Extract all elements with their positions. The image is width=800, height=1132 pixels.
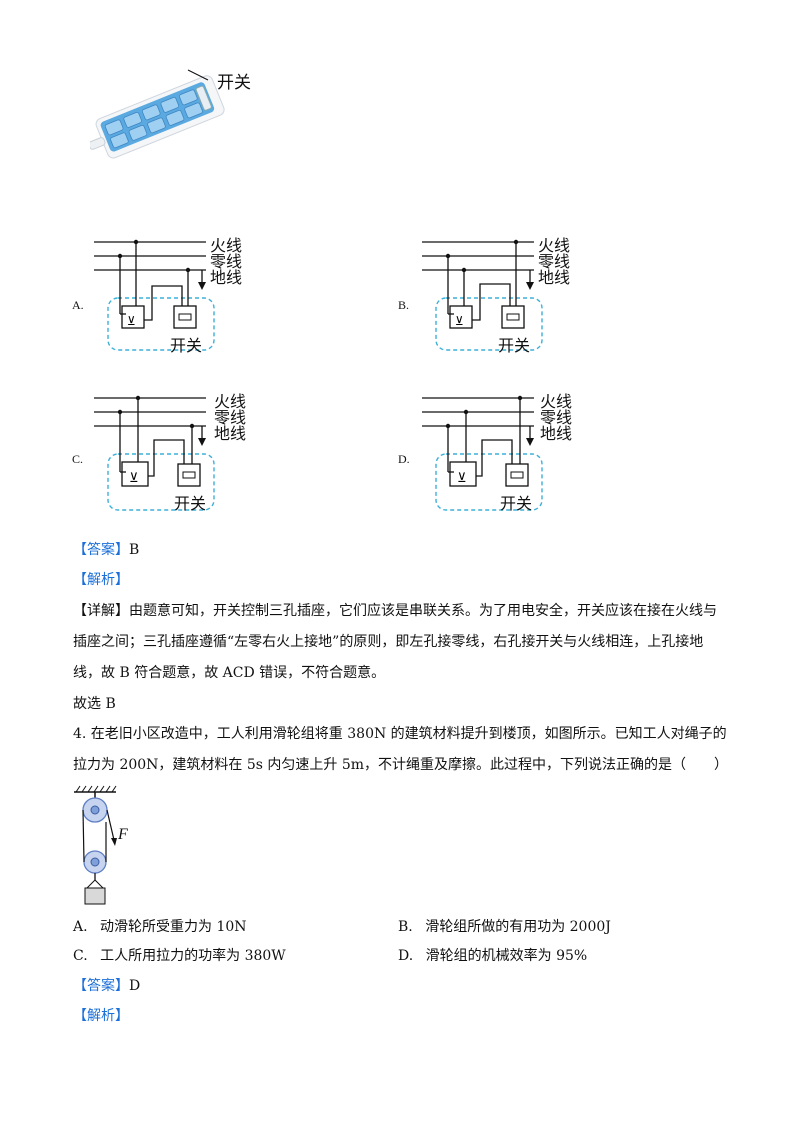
q4-option-b-text: 滑轮组所做的有用功为 2000J <box>425 919 611 935</box>
q4-answer-tag: 【答案】 <box>73 978 129 994</box>
q3-b-neutral-label: 零线 <box>538 252 571 271</box>
q3-c-switch-label: 开关 <box>174 494 207 513</box>
q3-answer-line: 【答案】B <box>73 540 139 560</box>
q4-force-label: F <box>118 826 128 843</box>
q3-a-switch-label: 开关 <box>170 336 203 355</box>
q4-answer-line: 【答案】D <box>73 976 140 996</box>
q3-answer-tag: 【答案】 <box>73 542 129 558</box>
pulley-figure <box>70 784 140 908</box>
q3-a-live-label: 火线 <box>210 236 243 255</box>
q3-b-live-label: 火线 <box>538 236 571 255</box>
q3-d-neutral-label: 零线 <box>540 408 573 427</box>
q4-option-c: C. 工人所用拉力的功率为 380W <box>73 946 286 966</box>
q3-option-b-diagram: ⊻ <box>422 228 592 354</box>
q3-detail-line-3: 线，故 B 符合题意，故 ACD 错误，不符合题意。 <box>73 665 386 681</box>
q3-d-ground-label: 地线 <box>540 424 573 443</box>
q3-option-a-letter: A. <box>72 298 84 312</box>
q3-conclusion: 故选 B <box>73 696 116 712</box>
q4-answer-value: D <box>129 978 141 994</box>
q4-option-b: B. 滑轮组所做的有用功为 2000J <box>398 917 611 937</box>
q3-detail-line-1: 【详解】由题意可知，开关控制三孔插座，它们应该是串联关系。为了用电安全，开关应该… <box>73 601 717 621</box>
svg-text:⊻: ⊻ <box>455 314 464 328</box>
q4-option-c-text: 工人所用拉力的功率为 380W <box>100 948 286 964</box>
q3-analysis-tag: 【解析】 <box>73 572 129 588</box>
q3-b-ground-label: 地线 <box>538 268 571 287</box>
q4-option-d-letter: D. <box>398 948 414 964</box>
q3-option-c-diagram: ⊻ <box>94 384 264 514</box>
q4-question-line-2: 拉力为 200N，建筑材料在 5s 内匀速上升 5m，不计绳重及摩擦。此过程中，… <box>73 757 729 773</box>
power-strip-figure <box>88 58 260 168</box>
power-strip-image <box>88 69 225 159</box>
q4-option-d: D. 滑轮组的机械效率为 95% <box>398 946 587 966</box>
q3-b-switch-label: 开关 <box>498 336 531 355</box>
q3-option-d-letter: D. <box>398 452 410 466</box>
q3-c-ground-label: 地线 <box>214 424 247 443</box>
q3-a-neutral-label: 零线 <box>210 252 243 271</box>
q4-option-a: A. 动滑轮所受重力为 10N <box>73 917 247 937</box>
q4-option-b-letter: B. <box>398 919 413 935</box>
q3-detail-line-2: 插座之间；三孔插座遵循“左零右火上接地”的原则，即左孔接零线，右孔接开关与火线相… <box>73 634 704 650</box>
svg-text:⊻: ⊻ <box>129 471 139 486</box>
q4-option-c-letter: C. <box>73 948 88 964</box>
svg-text:⊻: ⊻ <box>127 314 136 328</box>
q3-c-neutral-label: 零线 <box>214 408 247 427</box>
q3-option-d-diagram: ⊻ <box>422 384 592 514</box>
q4-question-line-1: 4. 在老旧小区改造中，工人利用滑轮组将重 380N 的建筑材料提升到楼顶，如图… <box>73 726 727 742</box>
q3-d-live-label: 火线 <box>540 392 573 411</box>
q4-option-a-text: 动滑轮所受重力为 10N <box>100 919 247 935</box>
q3-detail-text-1: 由题意可知，开关控制三孔插座，它们应该是串联关系。为了用电安全，开关应该在接在火… <box>129 603 717 619</box>
q3-detail-tag: 【详解】 <box>73 603 129 619</box>
q3-option-a-diagram: ⊻ <box>94 228 264 354</box>
q4-option-a-letter: A. <box>73 919 88 935</box>
q4-option-d-text: 滑轮组的机械效率为 95% <box>425 948 588 964</box>
q3-d-switch-label: 开关 <box>500 494 533 513</box>
q3-answer-value: B <box>129 542 140 558</box>
q3-a-ground-label: 地线 <box>210 268 243 287</box>
q3-option-b-letter: B. <box>398 298 410 312</box>
q3-option-c-letter: C. <box>72 452 84 466</box>
q4-analysis-tag: 【解析】 <box>73 1008 129 1024</box>
svg-text:⊻: ⊻ <box>457 471 467 486</box>
power-strip-switch-label: 开关 <box>217 73 251 93</box>
q3-c-live-label: 火线 <box>214 392 247 411</box>
